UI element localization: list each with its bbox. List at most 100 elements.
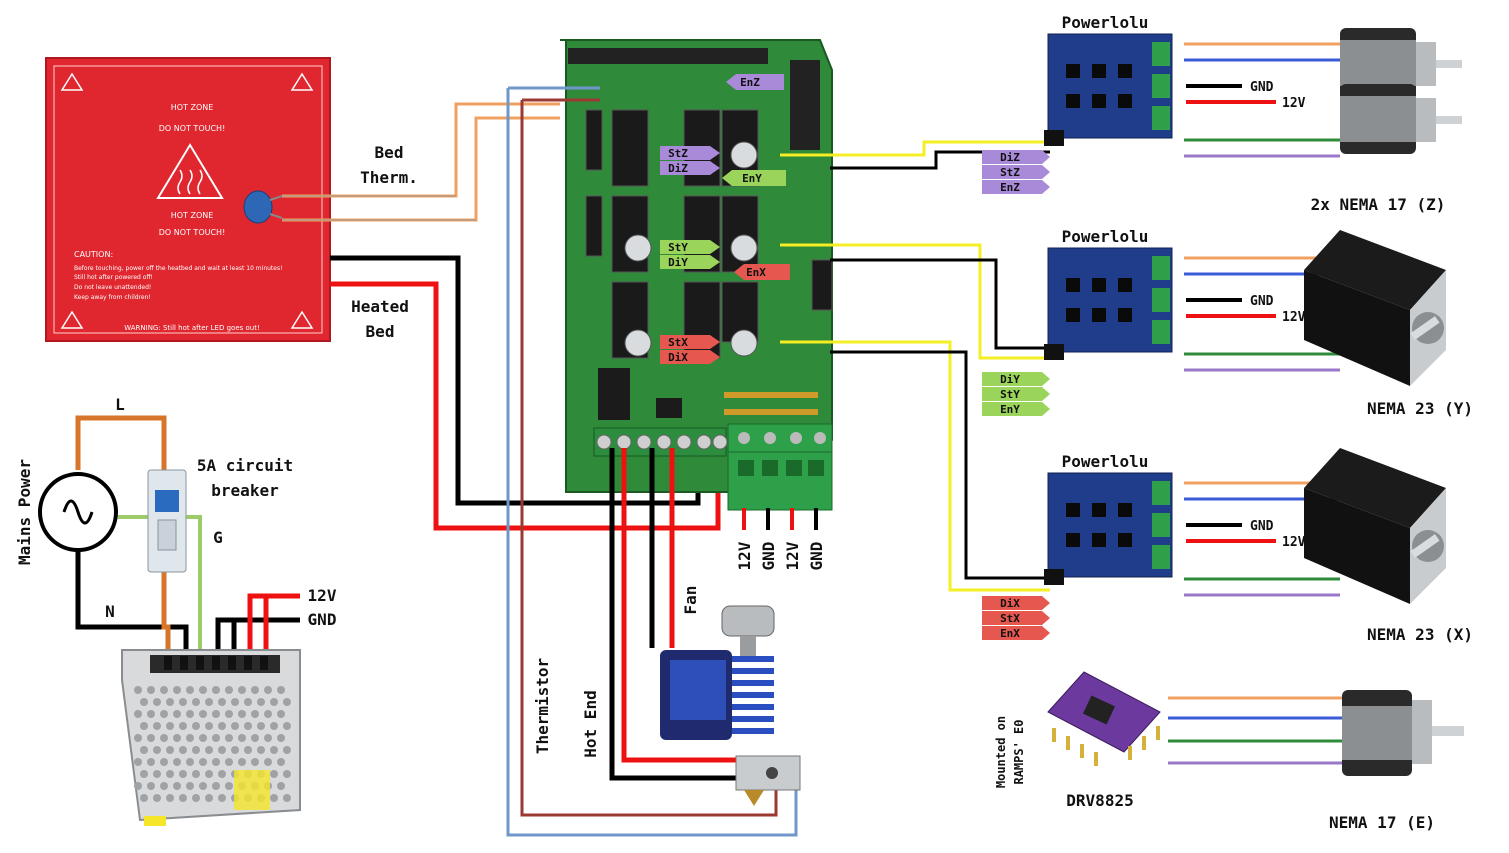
psu-vent-hole <box>179 794 187 802</box>
circuit-breaker <box>147 469 187 573</box>
signal-connector <box>1044 344 1064 360</box>
component <box>1118 94 1132 108</box>
psu-vent-hole <box>277 734 285 742</box>
tag-enz: EnZ <box>726 74 784 90</box>
mains-power-label: Mains Power <box>15 459 34 565</box>
nema23-motor-icon <box>1304 448 1446 604</box>
psu-vent-hole <box>225 686 233 694</box>
psu-vent-hole <box>212 782 220 790</box>
driver-pin-tag <box>982 180 1050 194</box>
psu-vent-hole <box>147 686 155 694</box>
drv8825-board <box>1047 671 1161 766</box>
psu-vent-hole <box>186 734 194 742</box>
component <box>1118 64 1132 78</box>
motor-label: NEMA 23 (Y) <box>1367 399 1473 418</box>
component <box>1066 533 1080 547</box>
psu-vent-hole <box>257 722 265 730</box>
gnd-label: GND <box>1250 80 1274 95</box>
psu-vent-hole <box>134 758 142 766</box>
heatbed-do-not-touch-bottom: DO NOT TOUCH! <box>159 228 226 237</box>
heated-bed-label: Heated <box>351 297 409 316</box>
terminal-block <box>1152 42 1170 66</box>
psu-vent-hole <box>212 710 220 718</box>
tag-diz: DiZ <box>660 161 720 175</box>
bed-thermistor-icon <box>243 190 283 224</box>
psu-vent-hole <box>251 758 259 766</box>
terminal-block <box>1152 74 1170 98</box>
psu-vent-hole <box>212 734 220 742</box>
ramps-gnd-label: GND <box>807 542 826 571</box>
psu-vent-hole <box>192 722 200 730</box>
v12-label: 12V <box>1282 535 1306 550</box>
powerlolu-title: Powerlolu <box>1062 227 1149 246</box>
psu-vent-hole <box>283 770 291 778</box>
component <box>1092 533 1106 547</box>
psu-vent-hole <box>205 770 213 778</box>
psu-vent-hole <box>277 758 285 766</box>
driver-pin-tag <box>982 611 1050 625</box>
driver-pin-tag-label: EnY <box>1000 403 1020 416</box>
svg-text:EnY: EnY <box>742 172 762 185</box>
psu-vent-hole <box>264 734 272 742</box>
hot-end-label: Hot End <box>581 690 600 757</box>
v12-label: 12V <box>1282 310 1306 325</box>
powerlolu-board <box>1047 33 1173 139</box>
driver-pin-tag <box>982 165 1050 179</box>
driver-pin-tag <box>982 596 1050 610</box>
psu-vent-hole <box>186 782 194 790</box>
driver-pin-tag-label: DiY <box>1000 373 1020 386</box>
psu-vent-hole <box>160 710 168 718</box>
heatbed: HOT ZONE DO NOT TOUCH! HOT ZONE DO NOT T… <box>45 57 331 342</box>
nema17-motor-icon <box>1340 28 1462 154</box>
ramps-pin-tags: EnZ StZ DiZ EnY StY DiY EnX StX DiX <box>660 74 790 364</box>
terminal-block <box>1152 545 1170 569</box>
psu-vent-hole <box>225 782 233 790</box>
psu-vent-hole <box>166 770 174 778</box>
driver-pin-tag-label: StY <box>1000 388 1020 401</box>
extruder-motor-wires <box>1168 696 1342 765</box>
psu-vent-hole <box>134 734 142 742</box>
gnd-label: GND <box>1250 519 1274 534</box>
psu-vent-hole <box>166 698 174 706</box>
psu-vent-hole <box>244 722 252 730</box>
psu-vent-hole <box>147 734 155 742</box>
v12-label: 12V <box>1282 96 1306 111</box>
psu-vent-hole <box>199 734 207 742</box>
psu-vent-hole <box>186 758 194 766</box>
psu-vent-hole <box>147 710 155 718</box>
ramps-board <box>560 39 833 511</box>
psu-vent-hole <box>225 710 233 718</box>
psu-vent-hole <box>140 722 148 730</box>
psu-vent-hole <box>251 686 259 694</box>
component <box>1118 278 1132 292</box>
psu-vent-hole <box>270 722 278 730</box>
tag-diy: DiY <box>660 255 720 269</box>
psu-vent-hole <box>147 782 155 790</box>
psu-vent-hole <box>186 686 194 694</box>
heatbed-caution-line: Before touching, power off the heatbed a… <box>74 265 283 272</box>
driver-pin-tag-label: EnX <box>1000 627 1020 640</box>
psu-vent-hole <box>166 794 174 802</box>
svg-text:EnX: EnX <box>746 266 766 279</box>
component <box>1066 94 1080 108</box>
driver-pin-tag-label: DiX <box>1000 597 1020 610</box>
psu-vent-hole <box>264 758 272 766</box>
driver-pin-tag-label: DiZ <box>1000 151 1020 164</box>
psu-vent-hole <box>173 710 181 718</box>
hot-surface-icon <box>156 143 224 199</box>
component <box>1066 64 1080 78</box>
driver-pin-tag <box>982 150 1050 164</box>
psu-vent-hole <box>192 770 200 778</box>
drv8825-label: DRV8825 <box>1066 791 1133 810</box>
psu-gnd-label: GND <box>308 610 337 629</box>
powerlolu-board <box>1047 247 1173 353</box>
psu-vent-hole <box>160 758 168 766</box>
psu-vent-hole <box>186 710 194 718</box>
tag-sty: StY <box>660 240 720 254</box>
psu-vent-hole <box>205 794 213 802</box>
psu-vent-hole <box>225 734 233 742</box>
component <box>1092 278 1106 292</box>
